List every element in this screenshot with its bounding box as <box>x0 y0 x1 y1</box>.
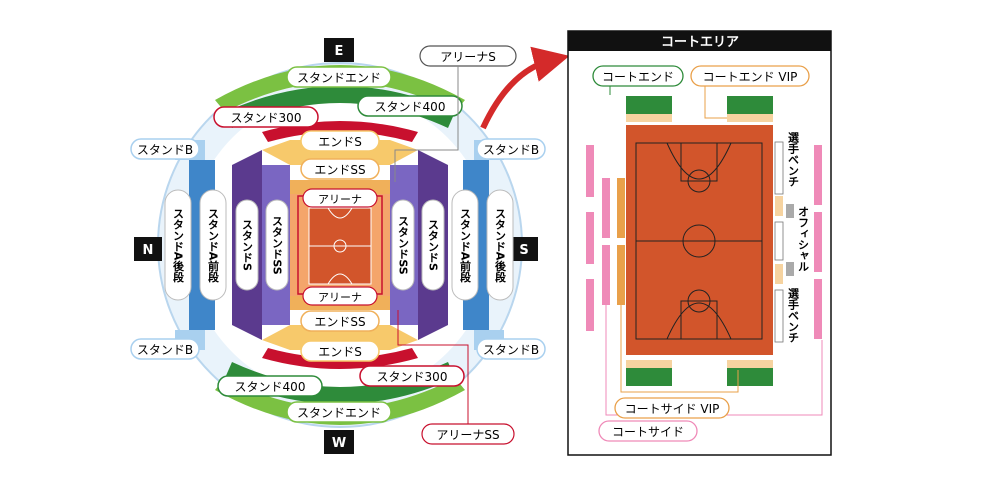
stand400-bottom-label: スタンド400 <box>235 380 306 394</box>
court-area-panel: コートエリア コートエンド コートエンド VIP <box>567 30 832 456</box>
basketball-court <box>626 125 773 355</box>
courtside-left-1[interactable] <box>586 145 594 197</box>
courtside-left-2[interactable] <box>586 212 594 264</box>
compass-north-label: N <box>143 243 154 258</box>
court-end-bottom-left-area[interactable] <box>626 368 672 386</box>
stand-b-bl-label: スタンドB <box>137 343 193 357</box>
compass-east-marker <box>324 38 354 62</box>
courtside-label: コートサイド <box>612 425 684 439</box>
center-circle <box>682 224 716 258</box>
stand300-top-label: スタンド300 <box>231 111 302 125</box>
arena-bottom-label: アリーナ <box>318 291 362 304</box>
courtside-right-2[interactable] <box>814 212 822 272</box>
stand-end-top-label: スタンドエンド <box>297 71 381 85</box>
arena-s-leader <box>394 66 459 182</box>
end-ss-top-label: エンドSS <box>314 163 365 177</box>
stand-b-tl-label: スタンドB <box>137 143 193 157</box>
stand-end-top-area[interactable] <box>215 65 465 112</box>
stand300-bottom-label: スタンド300 <box>377 370 448 384</box>
arena-s-label: アリーナS <box>440 50 496 64</box>
courtside-left-3[interactable] <box>586 279 594 331</box>
end-s-bottom-label: エンドS <box>318 345 362 359</box>
court-panel-header <box>568 31 831 51</box>
stand-a-koudan-left-label: スタンドA後段 <box>172 208 185 283</box>
arena-map <box>157 62 523 428</box>
arena-labels: スタンドエンド スタンド400 スタンド300 スタンドB スタンドB スタンド… <box>130 45 546 445</box>
stand-a-zendan-left-label: スタンドA前段 <box>207 208 220 283</box>
arena-top-label: アリーナ <box>318 193 362 206</box>
court-end-vip-bottom-right-area[interactable] <box>727 360 773 368</box>
compass-west-marker <box>324 430 354 454</box>
compass-south-label: S <box>519 243 528 258</box>
stand-a-koudan-right-label: スタンドA後段 <box>494 208 507 283</box>
stand-s-right-label: スタンドS <box>427 219 440 271</box>
court-end-vip-label: コートエンド VIP <box>703 70 798 84</box>
stand-ss-left-label: スタンドSS <box>271 215 284 274</box>
end-s-bottom-area[interactable] <box>262 325 418 350</box>
court-end-top-left-area[interactable] <box>626 96 672 114</box>
courtside-left-5[interactable] <box>602 245 610 305</box>
compass-north-marker <box>134 237 162 261</box>
court-end-bottom-right-area[interactable] <box>727 368 773 386</box>
zoom-arrow <box>480 46 570 130</box>
compass-east-label: E <box>335 44 344 59</box>
stand-b-br-label: スタンドB <box>483 343 539 357</box>
court-end-vip-top-left-area[interactable] <box>626 114 672 122</box>
courtside-vip-label: コートサイド VIP <box>625 402 720 416</box>
stand-ss-right-label: スタンドSS <box>397 215 410 274</box>
courtside-left-4[interactable] <box>602 178 610 238</box>
court-end-label: コートエンド <box>602 70 674 84</box>
stand-s-left-label: スタンドS <box>241 219 254 271</box>
court-end-top-right-area[interactable] <box>727 96 773 114</box>
compass-south-marker <box>510 237 538 261</box>
compass: E W N S <box>134 38 538 454</box>
court-end-vip-top-right-area[interactable] <box>727 114 773 122</box>
courtside-vip-left-1[interactable] <box>617 178 625 238</box>
stand-end-bottom-area[interactable] <box>215 378 465 425</box>
bench-bottom-label: 選手ベンチ <box>787 288 800 343</box>
compass-west-label: W <box>332 436 346 451</box>
end-s-top-label: エンドS <box>318 135 362 149</box>
arena-ss-leader <box>397 310 469 424</box>
courtside-vip-left-2[interactable] <box>617 245 625 305</box>
arena-ss-label: アリーナSS <box>436 428 499 442</box>
end-s-top-area[interactable] <box>262 140 418 165</box>
end-ss-bottom-label: エンドSS <box>314 315 365 329</box>
stand-a-zendan-right-label: スタンドA前段 <box>459 208 472 283</box>
stand-end-bottom-label: スタンドエンド <box>297 406 381 420</box>
courtside-right-3[interactable] <box>814 279 822 339</box>
courtside-right-1[interactable] <box>814 145 822 205</box>
court-end-vip-bottom-left-area[interactable] <box>626 360 672 368</box>
bench-top-label: 選手ベンチ <box>787 132 800 187</box>
stand400-top-label: スタンド400 <box>375 100 446 114</box>
stand-b-tr-label: スタンドB <box>483 143 539 157</box>
official-label: オフィシャル <box>797 206 810 272</box>
court-panel-title: コートエリア <box>661 35 739 50</box>
